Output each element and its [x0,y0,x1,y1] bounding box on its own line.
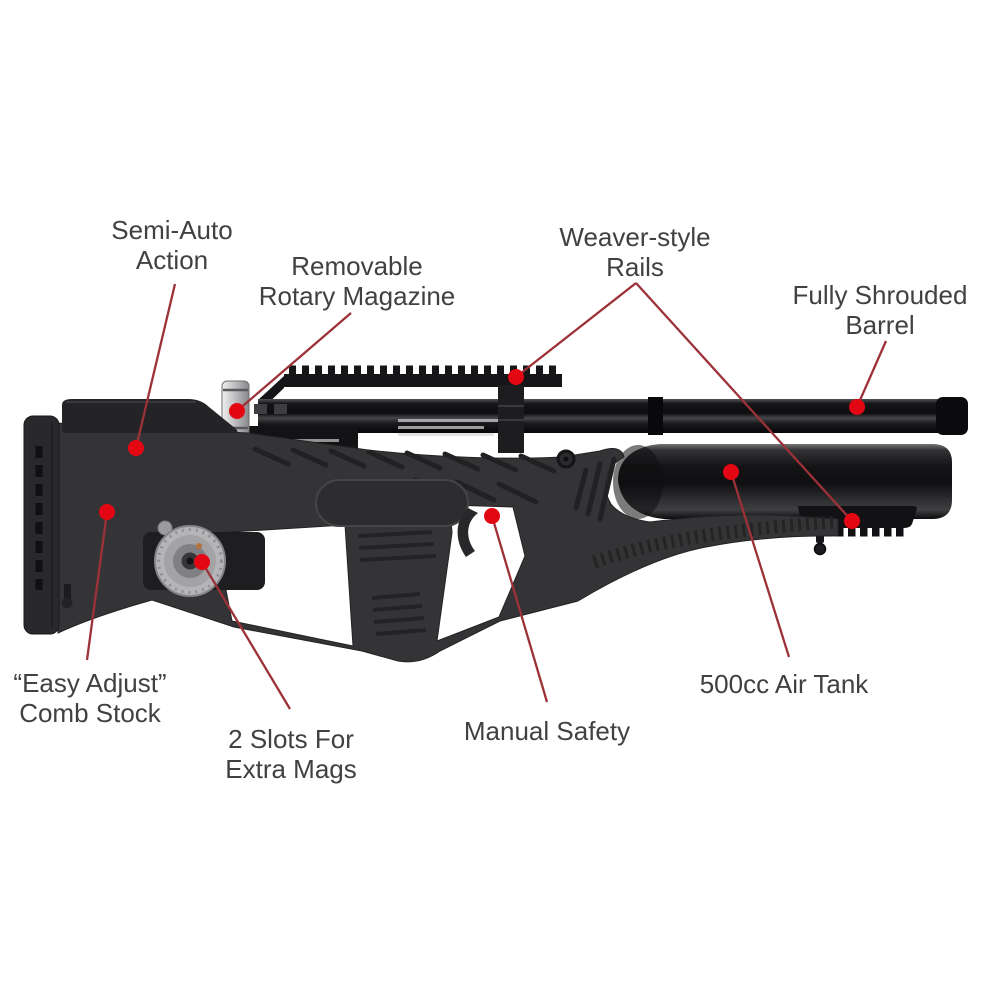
label-line: Barrel [845,310,915,340]
rail-clamp [498,385,524,453]
thumb-rest [315,479,469,527]
dot-comb-stock [99,504,115,520]
tank-dome [613,445,663,519]
label-semi-auto-action: Semi-Auto Action [111,215,232,275]
leader-air-tank [729,471,791,658]
dot-rails-bottom [844,513,860,529]
shrouded-barrel [254,397,968,436]
label-line: Extra Mags [225,754,357,784]
leader-extra-mags [201,561,291,710]
label-line: Rotary Magazine [258,281,456,311]
dot-rails-front [508,369,524,385]
comb-stock [62,399,238,433]
muzzle-cap [936,397,968,435]
label-fully-shrouded-barrel: Fully Shrouded Barrel [793,280,968,340]
label-line: Action [135,245,209,275]
dot-extra-mags [194,554,210,570]
dot-semi-auto-action [128,440,144,456]
label-line: Rails [606,252,664,282]
label-weaver-style-rails: Weaver-style Rails [559,222,710,282]
leader-comb-stock [85,511,109,661]
barrel-band [648,397,663,435]
label-line: Comb Stock [19,698,161,728]
sling-stud-rear [61,597,73,609]
label-line: Manual Safety [463,716,631,746]
stock-grooves [252,446,617,522]
label-line: Removable [291,251,423,281]
leader-manual-safety [490,515,549,703]
dot-rotary-magazine [229,403,245,419]
label-removable-rotary-magazine: Removable Rotary Magazine [259,251,456,311]
label-manual-safety: Manual Safety [464,716,630,746]
dot-shrouded-barrel [849,399,865,415]
butt-pad [23,415,60,635]
barrel-markings [398,419,516,436]
leader-rails-front [515,282,637,378]
trigger [457,508,478,557]
leader-rotary-magazine [236,312,352,412]
label-line: Weaver-style [559,222,711,252]
label-line: Fully Shrouded [792,280,968,310]
callout-dots [99,369,865,570]
label-line: 2 Slots For [228,724,354,754]
forearm-ribs [591,515,835,569]
leader-shrouded-barrel [855,340,888,408]
leader-semi-auto-action [134,283,177,449]
label-slots-for-extra-mags: 2 Slots For Extra Mags [225,724,357,784]
sling-stud-front [813,542,827,556]
leader-lines [85,282,888,710]
air-tank [613,444,952,519]
stock-body [55,422,839,663]
grip-serrations [357,530,437,636]
label-easy-adjust-comb-stock: “Easy Adjust” Comb Stock [13,668,166,728]
dot-manual-safety [484,508,500,524]
label-line: 500cc Air Tank [699,669,869,699]
label-line: “Easy Adjust” [13,668,167,698]
label-line: Semi-Auto [111,215,233,245]
label-air-tank: 500cc Air Tank [700,669,869,699]
leader-rails-bottom [635,282,853,522]
dot-air-tank [723,464,739,480]
